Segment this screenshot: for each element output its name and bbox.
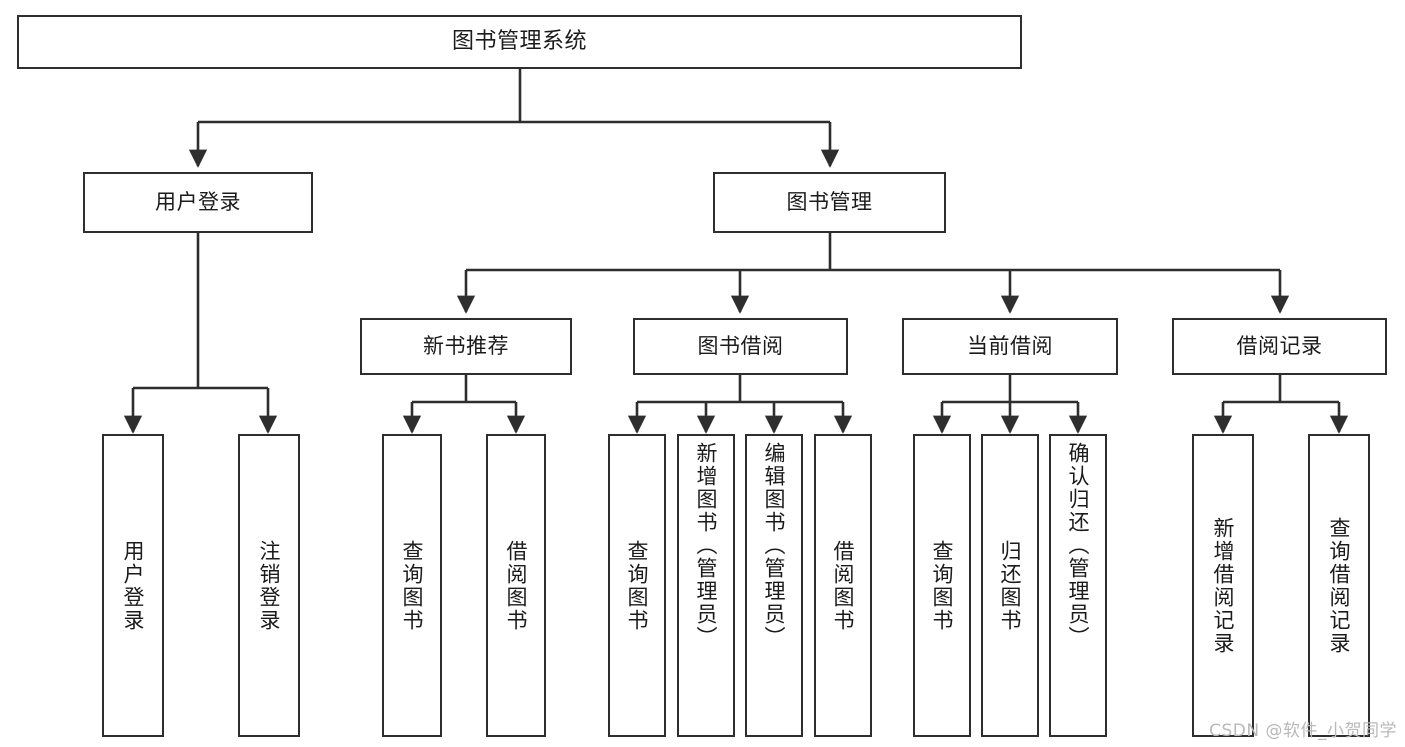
node-leaf-add-borrow-rec[interactable]: 新增借阅记录 [1192,434,1254,737]
node-leaf-edit-book[interactable]: 编辑图书（管理员） [745,434,803,737]
node-leaf-borrow-book-2-label: 借阅图书 [831,539,856,632]
node-borrow-record-label: 借阅记录 [1236,334,1323,359]
node-leaf-borrow-book-2[interactable]: 借阅图书 [814,434,872,737]
node-leaf-query-book-1-label: 查询图书 [400,539,425,632]
node-leaf-user-login-label: 用户登录 [121,539,146,632]
node-leaf-query-book-2-label: 查询图书 [625,539,650,632]
node-leaf-query-borrow-rec[interactable]: 查询借阅记录 [1308,434,1370,737]
node-current-borrow-label: 当前借阅 [967,334,1053,359]
node-book-manage[interactable]: 图书管理 [713,172,946,233]
node-leaf-query-book-3[interactable]: 查询图书 [913,434,971,737]
node-book-borrow-label: 图书借阅 [697,334,784,359]
node-root[interactable]: 图书管理系统 [17,15,1022,69]
node-leaf-add-book-label: 新增图书（管理员） [694,442,719,649]
node-leaf-return-book-label: 归还图书 [998,539,1023,632]
node-new-book-recommend[interactable]: 新书推荐 [360,318,572,375]
node-leaf-user-login[interactable]: 用户登录 [102,434,164,737]
node-leaf-query-borrow-rec-label: 查询借阅记录 [1327,516,1352,655]
node-leaf-add-book[interactable]: 新增图书（管理员） [677,434,735,737]
node-user-login[interactable]: 用户登录 [83,172,313,233]
node-leaf-logout-login-label: 注销登录 [257,539,282,632]
node-user-login-label: 用户登录 [155,190,241,215]
node-book-borrow[interactable]: 图书借阅 [633,318,848,375]
watermark-text: CSDN @软件_小贺同学 [1209,721,1397,741]
node-leaf-edit-book-label: 编辑图书（管理员） [762,442,787,649]
node-leaf-logout-login[interactable]: 注销登录 [238,434,300,737]
node-leaf-query-book-1[interactable]: 查询图书 [382,434,442,737]
node-leaf-add-borrow-rec-label: 新增借阅记录 [1211,516,1236,655]
node-leaf-confirm-return-label: 确认归还（管理员） [1066,442,1091,649]
node-leaf-return-book[interactable]: 归还图书 [981,434,1039,737]
node-root-label: 图书管理系统 [451,29,587,55]
node-leaf-borrow-book-1[interactable]: 借阅图书 [486,434,546,737]
node-leaf-confirm-return[interactable]: 确认归还（管理员） [1049,434,1107,737]
node-new-book-recommend-label: 新书推荐 [423,334,509,359]
node-borrow-record[interactable]: 借阅记录 [1172,318,1387,375]
node-leaf-query-book-2[interactable]: 查询图书 [608,434,666,737]
node-book-manage-label: 图书管理 [786,190,873,215]
node-current-borrow[interactable]: 当前借阅 [902,318,1118,375]
node-leaf-query-book-3-label: 查询图书 [930,539,955,632]
node-leaf-borrow-book-1-label: 借阅图书 [504,539,529,632]
